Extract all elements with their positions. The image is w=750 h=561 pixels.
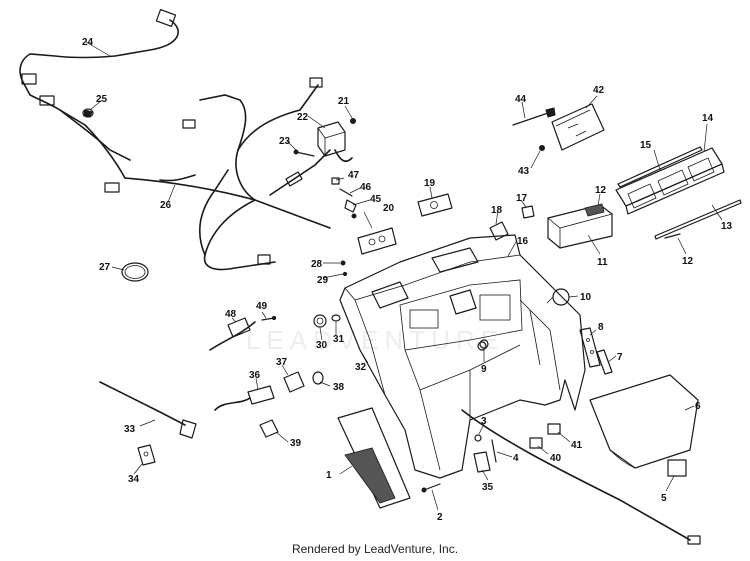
decal-40 — [529, 437, 543, 449]
grommet-9 — [477, 341, 487, 351]
callout-49: 49 — [256, 301, 268, 312]
bracket-8 — [579, 327, 601, 368]
callout-labels: 1 2 3 4 5 6 7 8 9 10 11 12 12 13 14 15 1… — [82, 37, 733, 523]
callout-12b: 12 — [682, 256, 694, 267]
screw-12 — [664, 233, 681, 239]
bracket-35 — [473, 451, 491, 473]
render-credit: Rendered by LeadVenture, Inc. — [291, 542, 459, 556]
callout-30: 30 — [316, 340, 328, 351]
bulb-43 — [539, 145, 545, 151]
connector-36 — [214, 385, 275, 411]
callout-42: 42 — [593, 85, 605, 96]
callout-27: 27 — [99, 262, 111, 273]
callout-23: 23 — [279, 136, 291, 147]
bolt-2 — [421, 483, 441, 493]
socket-44 — [512, 107, 556, 126]
callout-13: 13 — [721, 221, 733, 232]
dash-console-32 — [339, 234, 586, 479]
callout-38: 38 — [333, 382, 345, 393]
fitting-17 — [521, 205, 535, 219]
callout-16: 16 — [517, 236, 529, 247]
pad-6 — [589, 374, 699, 469]
cable-33 — [99, 381, 197, 439]
screws-28-29 — [340, 260, 348, 277]
bushing-31 — [331, 314, 341, 322]
callout-14: 14 — [702, 113, 714, 124]
trim-strip-15 — [617, 146, 703, 188]
leader-lines — [85, 41, 723, 511]
callout-33: 33 — [124, 424, 136, 435]
callout-21: 21 — [338, 96, 350, 107]
key-plate-19 — [417, 193, 453, 217]
relay-22 — [317, 121, 353, 162]
callout-25: 25 — [96, 94, 108, 105]
grommet-30 — [313, 314, 327, 328]
callout-7: 7 — [617, 352, 623, 363]
callout-4: 4 — [513, 453, 519, 464]
callout-40: 40 — [550, 453, 562, 464]
gauge-42 — [551, 103, 605, 151]
bracket-7 — [596, 349, 613, 375]
callout-8: 8 — [598, 322, 604, 333]
pin-49 — [261, 315, 277, 321]
callout-15: 15 — [640, 140, 652, 151]
callout-1: 1 — [326, 470, 332, 481]
boot-39 — [259, 419, 279, 438]
callout-47: 47 — [348, 170, 360, 181]
nut-3 — [474, 434, 482, 442]
callout-43: 43 — [518, 166, 530, 177]
callout-3: 3 — [481, 416, 487, 427]
callout-48: 48 — [225, 309, 237, 320]
callout-6: 6 — [695, 401, 701, 412]
clamp-ring-27 — [121, 262, 149, 282]
nut-21 — [350, 118, 356, 124]
callout-11: 11 — [597, 257, 608, 268]
callout-18: 18 — [491, 205, 503, 216]
callout-2: 2 — [437, 512, 443, 523]
callout-24: 24 — [82, 37, 94, 48]
knob-10 — [546, 288, 570, 306]
callout-19: 19 — [424, 178, 436, 189]
callout-35: 35 — [482, 482, 494, 493]
decal-41 — [547, 423, 561, 435]
bracket-11 — [547, 203, 613, 249]
callout-10: 10 — [580, 292, 592, 303]
sleeve-37 — [283, 371, 305, 393]
gauge-panel-14 — [615, 147, 725, 215]
callout-17: 17 — [516, 193, 528, 204]
callout-36: 36 — [249, 370, 261, 381]
callout-22: 22 — [297, 112, 309, 123]
callout-46: 46 — [360, 182, 372, 193]
trim-rod-13 — [654, 199, 742, 240]
callout-9: 9 — [481, 364, 487, 375]
callout-32: 32 — [355, 362, 367, 373]
callout-28: 28 — [311, 259, 323, 270]
pin-4 — [491, 439, 497, 463]
cap-38 — [312, 371, 324, 385]
callout-44: 44 — [515, 94, 527, 105]
decal-5 — [667, 459, 687, 477]
callout-45: 45 — [370, 194, 382, 205]
wiring-harness — [19, 9, 331, 271]
connector-48 — [209, 317, 256, 351]
knob-18 — [489, 221, 509, 241]
switch-plate-20 — [357, 227, 397, 255]
callout-20: 20 — [383, 203, 395, 214]
callout-12a: 12 — [595, 185, 607, 196]
callout-31: 31 — [333, 334, 345, 345]
cable-lower — [461, 409, 701, 545]
switch-parts-45-47 — [331, 177, 357, 219]
callout-5: 5 — [661, 493, 667, 504]
callout-29: 29 — [317, 275, 329, 286]
clip-34 — [137, 444, 156, 466]
grommet-25 — [82, 108, 94, 118]
callout-26: 26 — [160, 200, 172, 211]
callout-39: 39 — [290, 438, 302, 449]
callout-41: 41 — [571, 440, 583, 451]
callout-34: 34 — [128, 474, 140, 485]
screw-23 — [293, 149, 315, 157]
side-panel-1 — [337, 407, 411, 509]
callout-37: 37 — [276, 357, 288, 368]
